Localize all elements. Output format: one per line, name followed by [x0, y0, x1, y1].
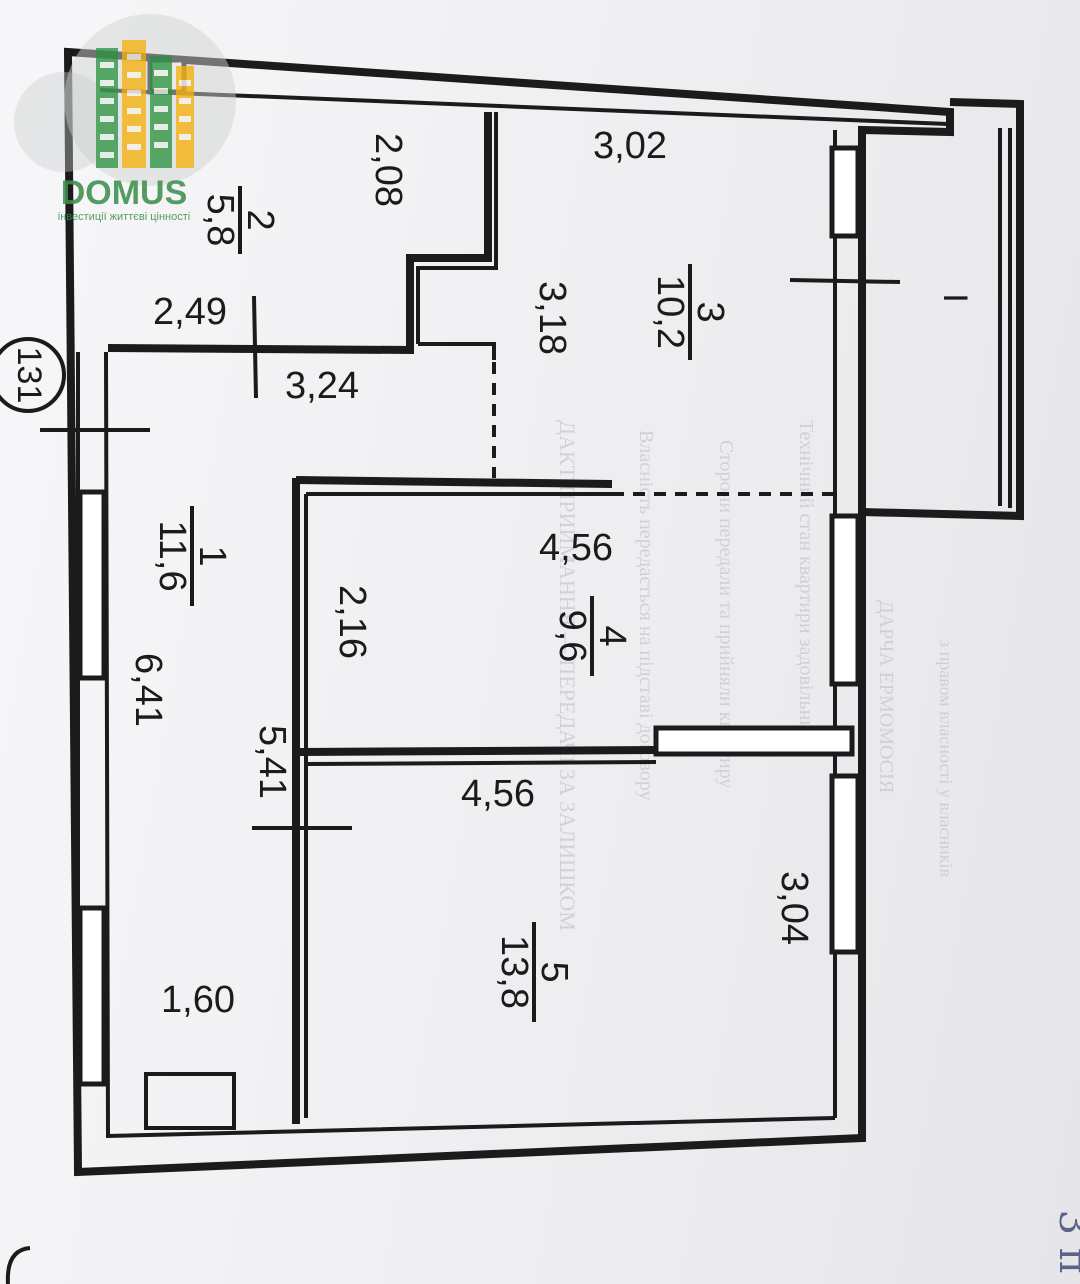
building-icon	[96, 40, 194, 168]
background-ghost-text: ДАКТ ПРИЙМАННЯ — ПЕРЕДАЧІ ЗА ЗАЛИШКОМ Вл…	[555, 420, 956, 931]
dim-4-56-top: 4,56	[539, 527, 613, 569]
room-3-number: 3	[689, 301, 731, 322]
room-3-label: 3 10,2	[649, 264, 731, 360]
domus-logo: DOMUS інвестиції життєві цінності	[14, 14, 236, 223]
dimension-ticks	[40, 295, 352, 830]
exterior-walls	[63, 47, 954, 1177]
room-5-number: 5	[533, 961, 575, 982]
dim-3-02: 3,02	[593, 125, 667, 167]
balcony-label: I	[936, 293, 974, 302]
room-2-area: 5,8	[199, 194, 241, 247]
interior-walls	[107, 112, 855, 1130]
svg-text:ДАРЧА ЕРМОМОСІЯ: ДАРЧА ЕРМОМОСІЯ	[875, 600, 897, 793]
dim-1-60: 1,60	[161, 979, 235, 1021]
dim-4-56-bottom: 4,56	[461, 773, 535, 815]
room-5-area: 13,8	[493, 935, 535, 1009]
handwriting-stroke	[5, 1246, 31, 1284]
dim-2-49: 2,49	[153, 291, 227, 333]
dim-3-04: 3,04	[773, 871, 815, 945]
room-2-number: 2	[239, 209, 281, 230]
logo-name: DOMUS	[61, 174, 188, 212]
logo-tagline: інвестиції життєві цінності	[58, 211, 190, 223]
handwritten-note: 3 п	[1050, 1210, 1080, 1275]
room-1-label: 1 11,6	[151, 506, 233, 606]
room-4-label: 4 9,6	[551, 596, 633, 676]
dim-3-18: 3,18	[531, 281, 573, 355]
room-4-number: 4	[591, 625, 633, 646]
svg-text:Власність передається на підст: Власність передається на підставі догово…	[635, 430, 657, 801]
dim-3-24: 3,24	[285, 365, 359, 407]
room-2-label: 2 5,8	[199, 186, 281, 254]
room-5-label: 5 13,8	[493, 922, 575, 1022]
dim-2-08: 2,08	[367, 133, 409, 207]
entrance-number: 131	[10, 347, 48, 404]
room-1-number: 1	[191, 545, 233, 566]
dimension-labels: 2,08 3,02 2,49 3,18 3,24 4,56 2,16 6,41 …	[127, 125, 815, 1021]
dim-5-41: 5,41	[251, 725, 293, 799]
windows	[77, 57, 861, 1087]
svg-text:Технічний стан квартири задові: Технічний стан квартири задовільний	[795, 420, 817, 742]
entrance-marker: 131	[0, 337, 66, 413]
svg-text:Сторони передали та прийняли к: Сторони передали та прийняли квартиру	[715, 440, 737, 788]
svg-text:з правом власності у власників: з правом власності у власників	[936, 640, 956, 877]
room-3-area: 10,2	[649, 275, 691, 349]
svg-text:ДАКТ ПРИЙМАННЯ — ПЕРЕДАЧІ ЗА З: ДАКТ ПРИЙМАННЯ — ПЕРЕДАЧІ ЗА ЗАЛИШКОМ	[555, 420, 580, 931]
balcony	[789, 98, 1024, 521]
dim-2-16: 2,16	[331, 585, 373, 659]
room-4-area: 9,6	[551, 610, 593, 663]
room-1-area: 11,6	[151, 520, 193, 591]
dim-6-41: 6,41	[127, 653, 169, 727]
